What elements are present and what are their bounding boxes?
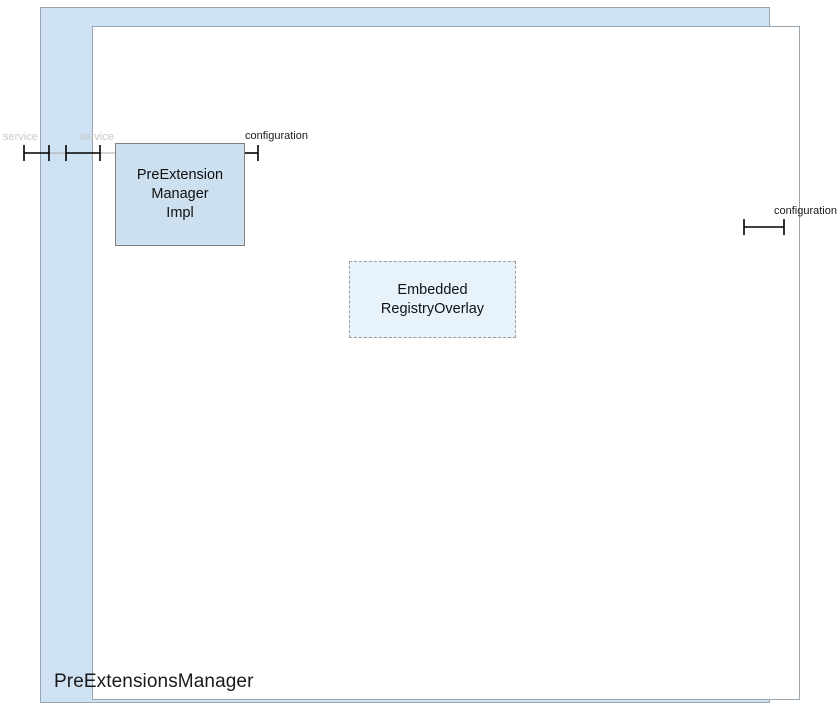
port-label-configuration-impl: configuration [245, 130, 308, 142]
port-label-service-inner: service [79, 131, 114, 143]
port-configuration-impl[interactable] [245, 145, 259, 161]
port-label-configuration-edge: configuration [774, 205, 837, 217]
port-configuration-edge[interactable] [743, 219, 785, 235]
component-embeddedregistryoverlay[interactable]: Embedded RegistryOverlay [349, 261, 516, 338]
composite-inner-area [92, 26, 800, 700]
component-label: Embedded RegistryOverlay [377, 281, 488, 319]
port-service-outer[interactable] [23, 145, 50, 161]
port-service-inner[interactable] [65, 145, 101, 161]
component-label-line: Manager [151, 186, 209, 202]
composite-frame[interactable] [40, 7, 800, 703]
component-label-line: Embedded [397, 281, 468, 298]
component-label: PreExtension Manager Impl [133, 166, 227, 223]
composite-title: PreExtensionsManager [54, 671, 254, 692]
component-label-line: RegistryOverlay [380, 300, 485, 317]
component-label-line: Impl [166, 205, 194, 221]
component-label-line: PreExtension [136, 167, 224, 183]
port-label-service-outer: service [3, 131, 38, 143]
component-preextensionmanagerimpl[interactable]: PreExtension Manager Impl [115, 143, 245, 246]
